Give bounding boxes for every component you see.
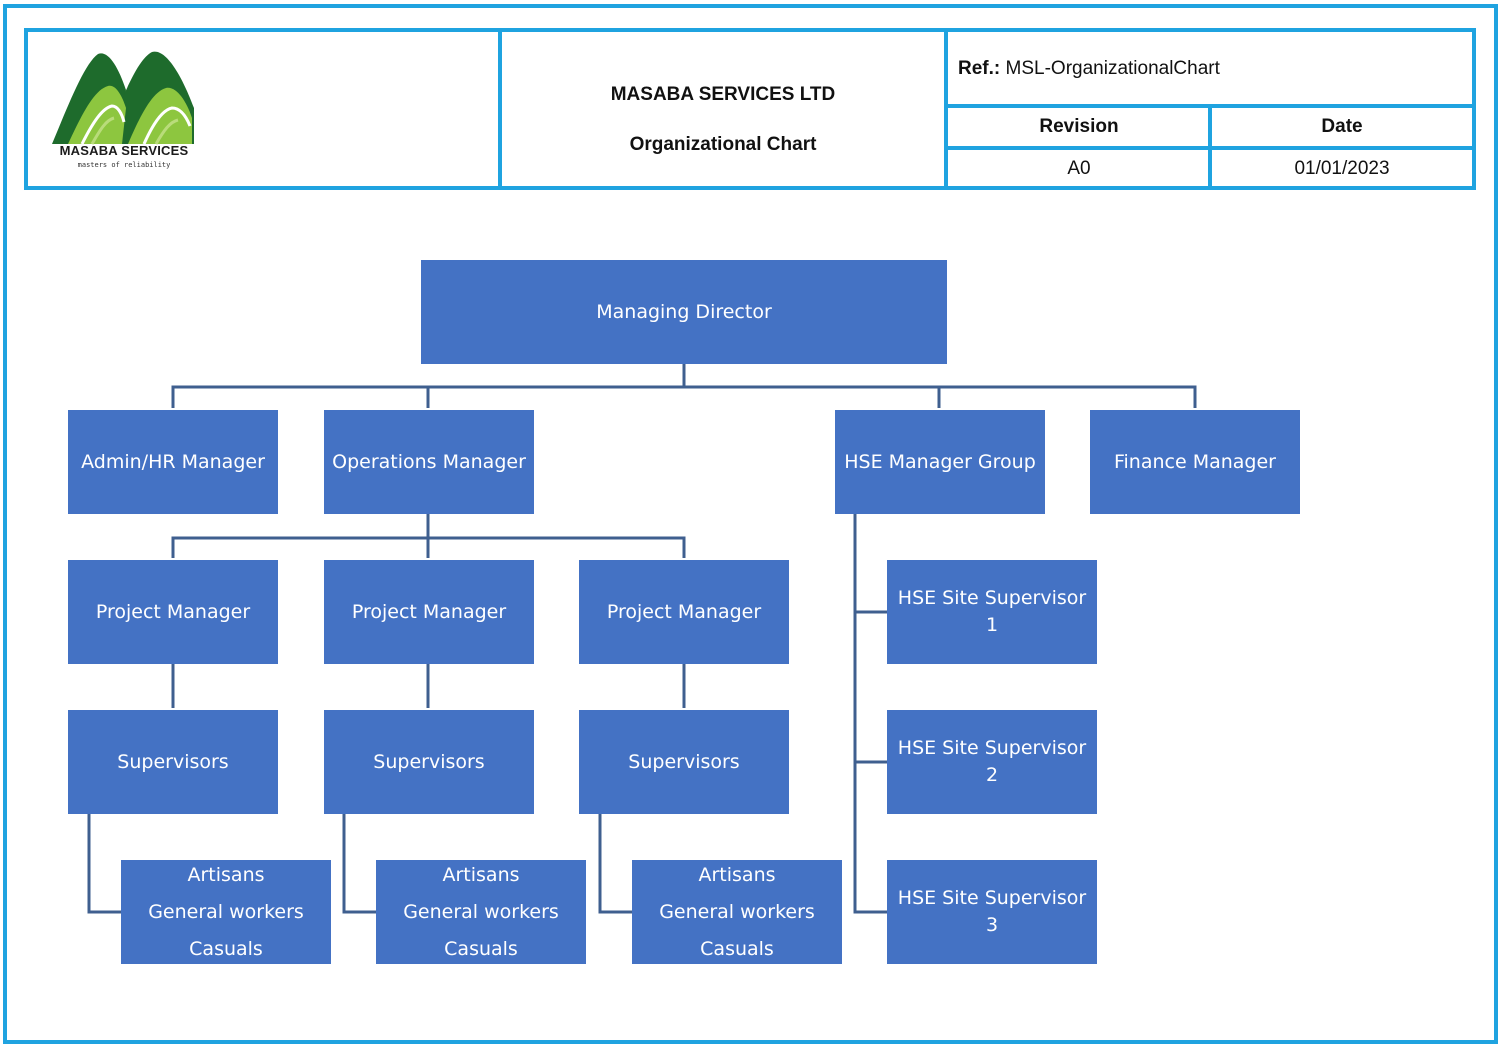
- connector-line: [342, 814, 376, 914]
- hse-site-supervisor-number: 1: [985, 614, 999, 636]
- logo-wordmark: MASABA SERVICES: [59, 143, 189, 158]
- ref-label: Ref.:: [958, 58, 1001, 79]
- connector-line: [87, 814, 121, 914]
- hse-manager-group-box: HSE Manager Group: [835, 410, 1045, 514]
- header-divider: [498, 28, 502, 190]
- hse-site-supervisor-title: HSE Site Supervisor: [897, 737, 1087, 759]
- workforce-line: Artisans: [698, 863, 776, 886]
- finance-manager-box: Finance Manager: [1090, 410, 1300, 514]
- document-header: [24, 28, 1476, 190]
- hse-site-supervisor-number: 2: [985, 764, 999, 786]
- project-manager-box: Project Manager: [579, 560, 789, 664]
- connector-line: [171, 385, 1197, 408]
- header-divider: [944, 28, 948, 190]
- company-name: MASABA SERVICES LTD: [610, 84, 836, 105]
- connector-line: [598, 814, 632, 914]
- managing-director-box: Managing Director: [421, 260, 947, 364]
- workforce-line: Casuals: [189, 937, 263, 960]
- reference-line: Ref.: MSL-OrganizationalChart: [958, 58, 1220, 80]
- date-label: Date: [1321, 116, 1363, 137]
- supervisors-box: Supervisors: [579, 710, 789, 814]
- workforce-box: Artisans General workers Casuals: [121, 860, 331, 964]
- workforce-line: General workers: [659, 900, 815, 923]
- workforce-line: Casuals: [700, 937, 774, 960]
- project-manager-box: Project Manager: [324, 560, 534, 664]
- operations-manager-box: Operations Manager: [324, 410, 534, 514]
- workforce-box: Artisans General workers Casuals: [632, 860, 842, 964]
- logo-stripe: [90, 116, 115, 145]
- revision-value: A0: [1067, 158, 1091, 179]
- hse-site-supervisor-box: HSE Site Supervisor 2: [887, 710, 1097, 814]
- hse-site-supervisor-title: HSE Site Supervisor: [897, 887, 1087, 909]
- logo-stripe: [142, 106, 192, 145]
- workforce-line: Artisans: [187, 863, 265, 886]
- logo-stripe: [80, 104, 126, 145]
- logo-tagline: masters of reliability: [77, 161, 171, 169]
- connector-line: [853, 514, 887, 914]
- workforce-line: General workers: [403, 900, 559, 923]
- date-value: 01/01/2023: [1294, 158, 1390, 179]
- logo-stripe: [154, 118, 179, 145]
- logo-stripe: [68, 85, 126, 144]
- ref-value: MSL-OrganizationalChart: [1005, 58, 1220, 79]
- hse-site-supervisor-box: HSE Site Supervisor 1: [887, 560, 1097, 664]
- document-title: Organizational Chart: [629, 134, 817, 155]
- hse-site-supervisor-title: HSE Site Supervisor: [897, 587, 1087, 609]
- revision-label: Revision: [1039, 116, 1119, 137]
- workforce-line: Artisans: [442, 863, 520, 886]
- project-manager-box: Project Manager: [68, 560, 278, 664]
- supervisors-box: Supervisors: [68, 710, 278, 814]
- workforce-line: Casuals: [444, 937, 518, 960]
- hse-site-supervisor-box: HSE Site Supervisor 3: [887, 860, 1097, 964]
- workforce-box: Artisans General workers Casuals: [376, 860, 586, 964]
- header-divider: [1208, 104, 1212, 190]
- supervisors-box: Supervisors: [324, 710, 534, 814]
- hse-site-supervisor-number: 3: [985, 914, 999, 936]
- admin-hr-manager-box: Admin/HR Manager: [68, 410, 278, 514]
- workforce-line: General workers: [148, 900, 304, 923]
- company-logo: [52, 51, 194, 145]
